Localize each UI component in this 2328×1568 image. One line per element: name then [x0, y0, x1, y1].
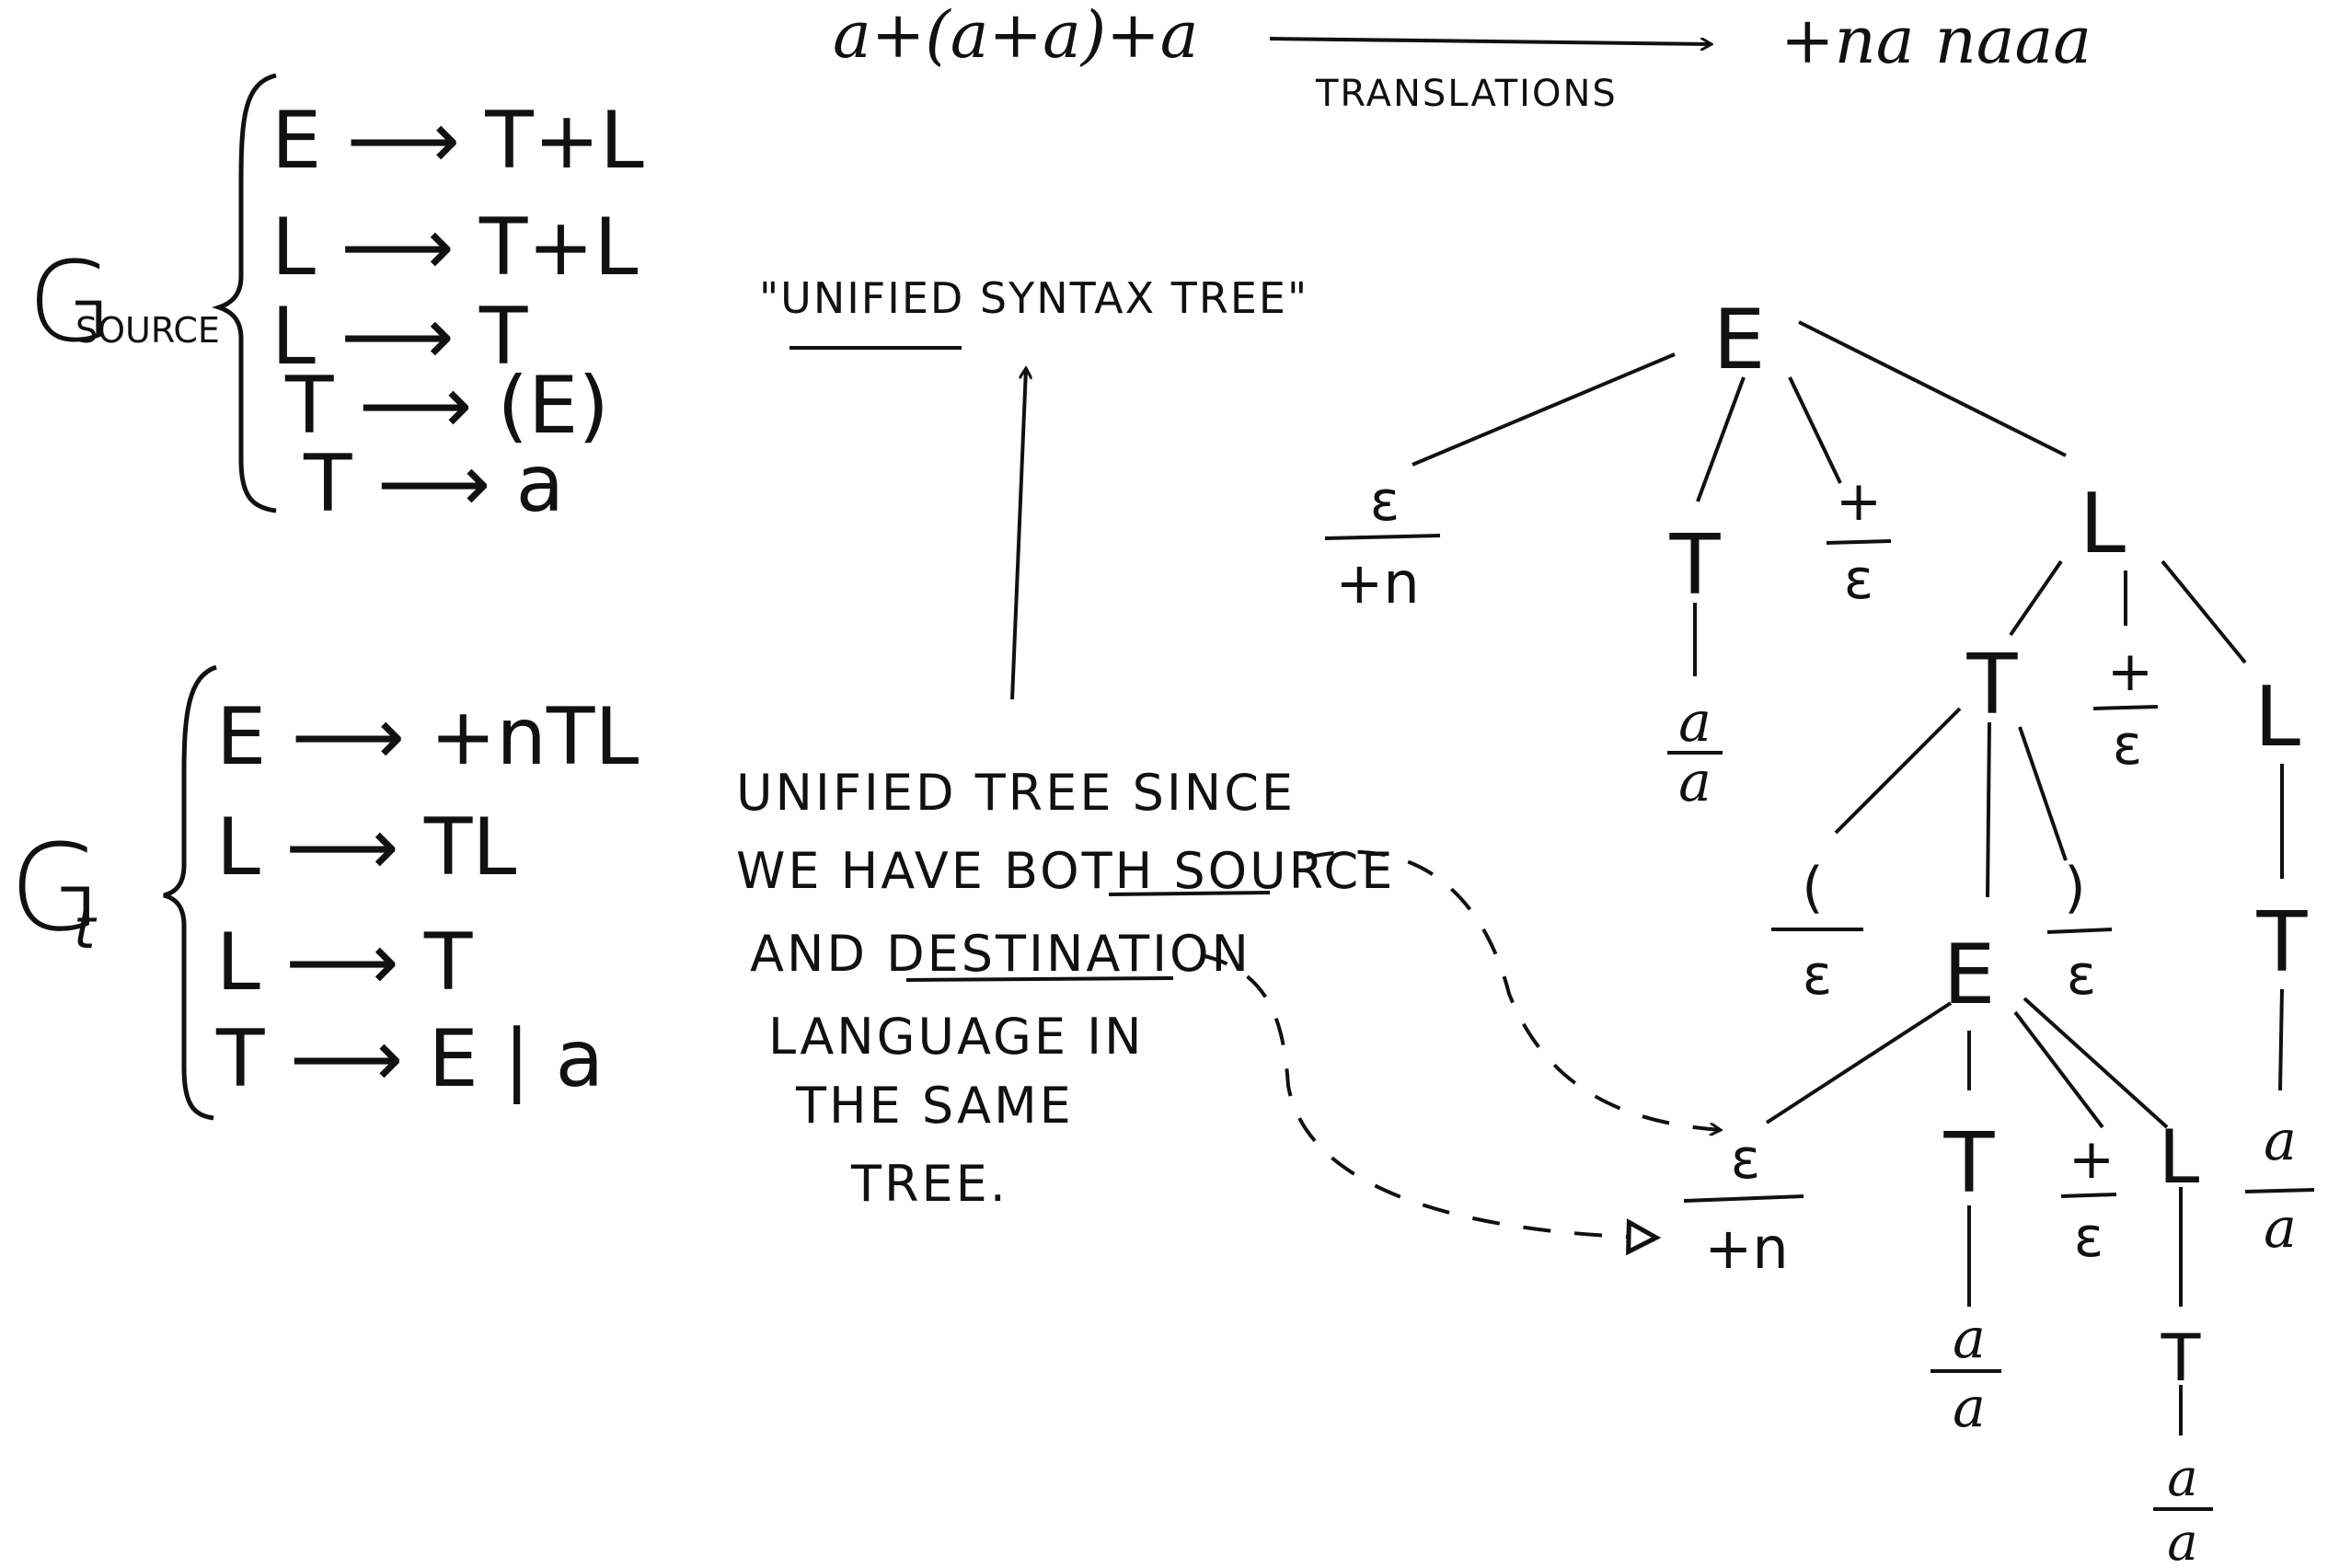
translation-arrow [1269, 37, 1711, 44]
leaf-a-3-bottom: a [1953, 1376, 1986, 1440]
g-source-rule-1: E ⟶ T+L [271, 95, 644, 187]
frac-bar [2244, 1188, 2315, 1193]
note-line-6: TREE. [850, 1155, 1008, 1213]
leaf-a-1-bottom: a [1678, 750, 1711, 814]
g-target-brace [163, 664, 217, 1121]
node-plus-n-2: +n [1704, 1215, 1788, 1282]
underline-destination [905, 976, 1174, 982]
frac-bar [1826, 539, 1892, 545]
node-plus-n: +n [1335, 549, 1419, 617]
node-plus-1: + [1836, 469, 1882, 534]
node-eps-2: ε [2113, 713, 2142, 778]
node-eps-5: ε [1731, 1127, 1760, 1192]
underline-source [1108, 891, 1271, 896]
tree-edges [1412, 320, 2284, 1435]
frac-bar [2046, 928, 2113, 934]
g-source-rule-5: T ⟶ a [303, 438, 564, 530]
source-expression: a+(a+a)+a [833, 0, 1199, 73]
node-T-right: T [2256, 894, 2309, 991]
node-T-4: T [2161, 1320, 2201, 1396]
node-T-1: T [1669, 517, 1722, 614]
frac-bar [1324, 534, 1441, 540]
g-target-rule-1: E ⟶ +nTL [216, 691, 639, 783]
node-eps-6: ε [2074, 1205, 2103, 1270]
leaf-a-1-top: a [1678, 690, 1711, 755]
node-E-inner: E [1943, 927, 1996, 1023]
target-expression: +na naaa [1781, 3, 2092, 78]
g-source-subscript: SOURCE [75, 310, 220, 351]
note-line-3: AND DESTINATION [750, 925, 1251, 983]
g-source-rule-3: L ⟶ T [271, 291, 528, 383]
g-target-rule-3: L ⟶ T [216, 917, 473, 1009]
note-line-4: LANGUAGE IN [768, 1008, 1144, 1066]
node-T-2: T [1966, 637, 2019, 733]
pointer-source-to-epsilon [1306, 850, 1721, 1130]
g-source-brace [212, 73, 277, 513]
frac-bar [1683, 1194, 1804, 1203]
note-line-5: THE SAME [795, 1077, 1074, 1135]
node-plus-2: + [2107, 640, 2153, 704]
leaf-a-4-top: a [2167, 1448, 2197, 1508]
leaf-a-3-top: a [1953, 1307, 1986, 1371]
node-T-3: T [1943, 1115, 1996, 1212]
leaf-a-right-bottom: a [2264, 1196, 2297, 1261]
g-target-label: G [9, 818, 102, 958]
node-L-1: L [2080, 476, 2126, 572]
g-target-rule-4: T ⟶ E | a [215, 1013, 604, 1105]
node-lparen: ( [1802, 856, 1823, 920]
frac-bar [2060, 1193, 2117, 1198]
g-source-rule-4: T ⟶ (E) [284, 360, 609, 452]
node-plus-3: + [2069, 1127, 2115, 1192]
ust-title: "UNIFIED SYNTAX TREE" [759, 273, 1308, 323]
g-source-label: G [28, 239, 113, 367]
g-target-rule-2: L ⟶ TL [216, 801, 516, 894]
node-L-3: L [2159, 1114, 2200, 1200]
note-line-1: UNIFIED TREE SINCE [736, 764, 1296, 822]
node-eps-over-plus-n: ε [1370, 469, 1400, 534]
note-line-2: WE HAVE BOTH SOURCE [736, 842, 1395, 900]
leaf-a-right-top: a [2264, 1109, 2297, 1173]
node-rparen: ) [2064, 856, 2085, 920]
frac-bar [2092, 705, 2159, 710]
note-to-title-arrow [1010, 368, 1026, 700]
pointer-destination-to-plus-n [1200, 953, 1656, 1238]
node-eps-3: ε [1803, 943, 1832, 1008]
node-E-root: E [1713, 292, 1766, 388]
translations-label: TRANSLATIONS [1315, 73, 1618, 115]
node-L-2: L [2254, 669, 2300, 766]
node-eps-4: ε [2067, 943, 2096, 1008]
node-eps-1: ε [1844, 548, 1873, 612]
g-target-subscript: t [74, 897, 98, 962]
tree-nodes: E ε +n T a a + ε L T + ε L ( ε E ) ε T a… [1324, 292, 2315, 1568]
leaf-a-4-bottom: a [2167, 1513, 2197, 1568]
g-source-rule-2: L ⟶ T+L [271, 202, 638, 294]
